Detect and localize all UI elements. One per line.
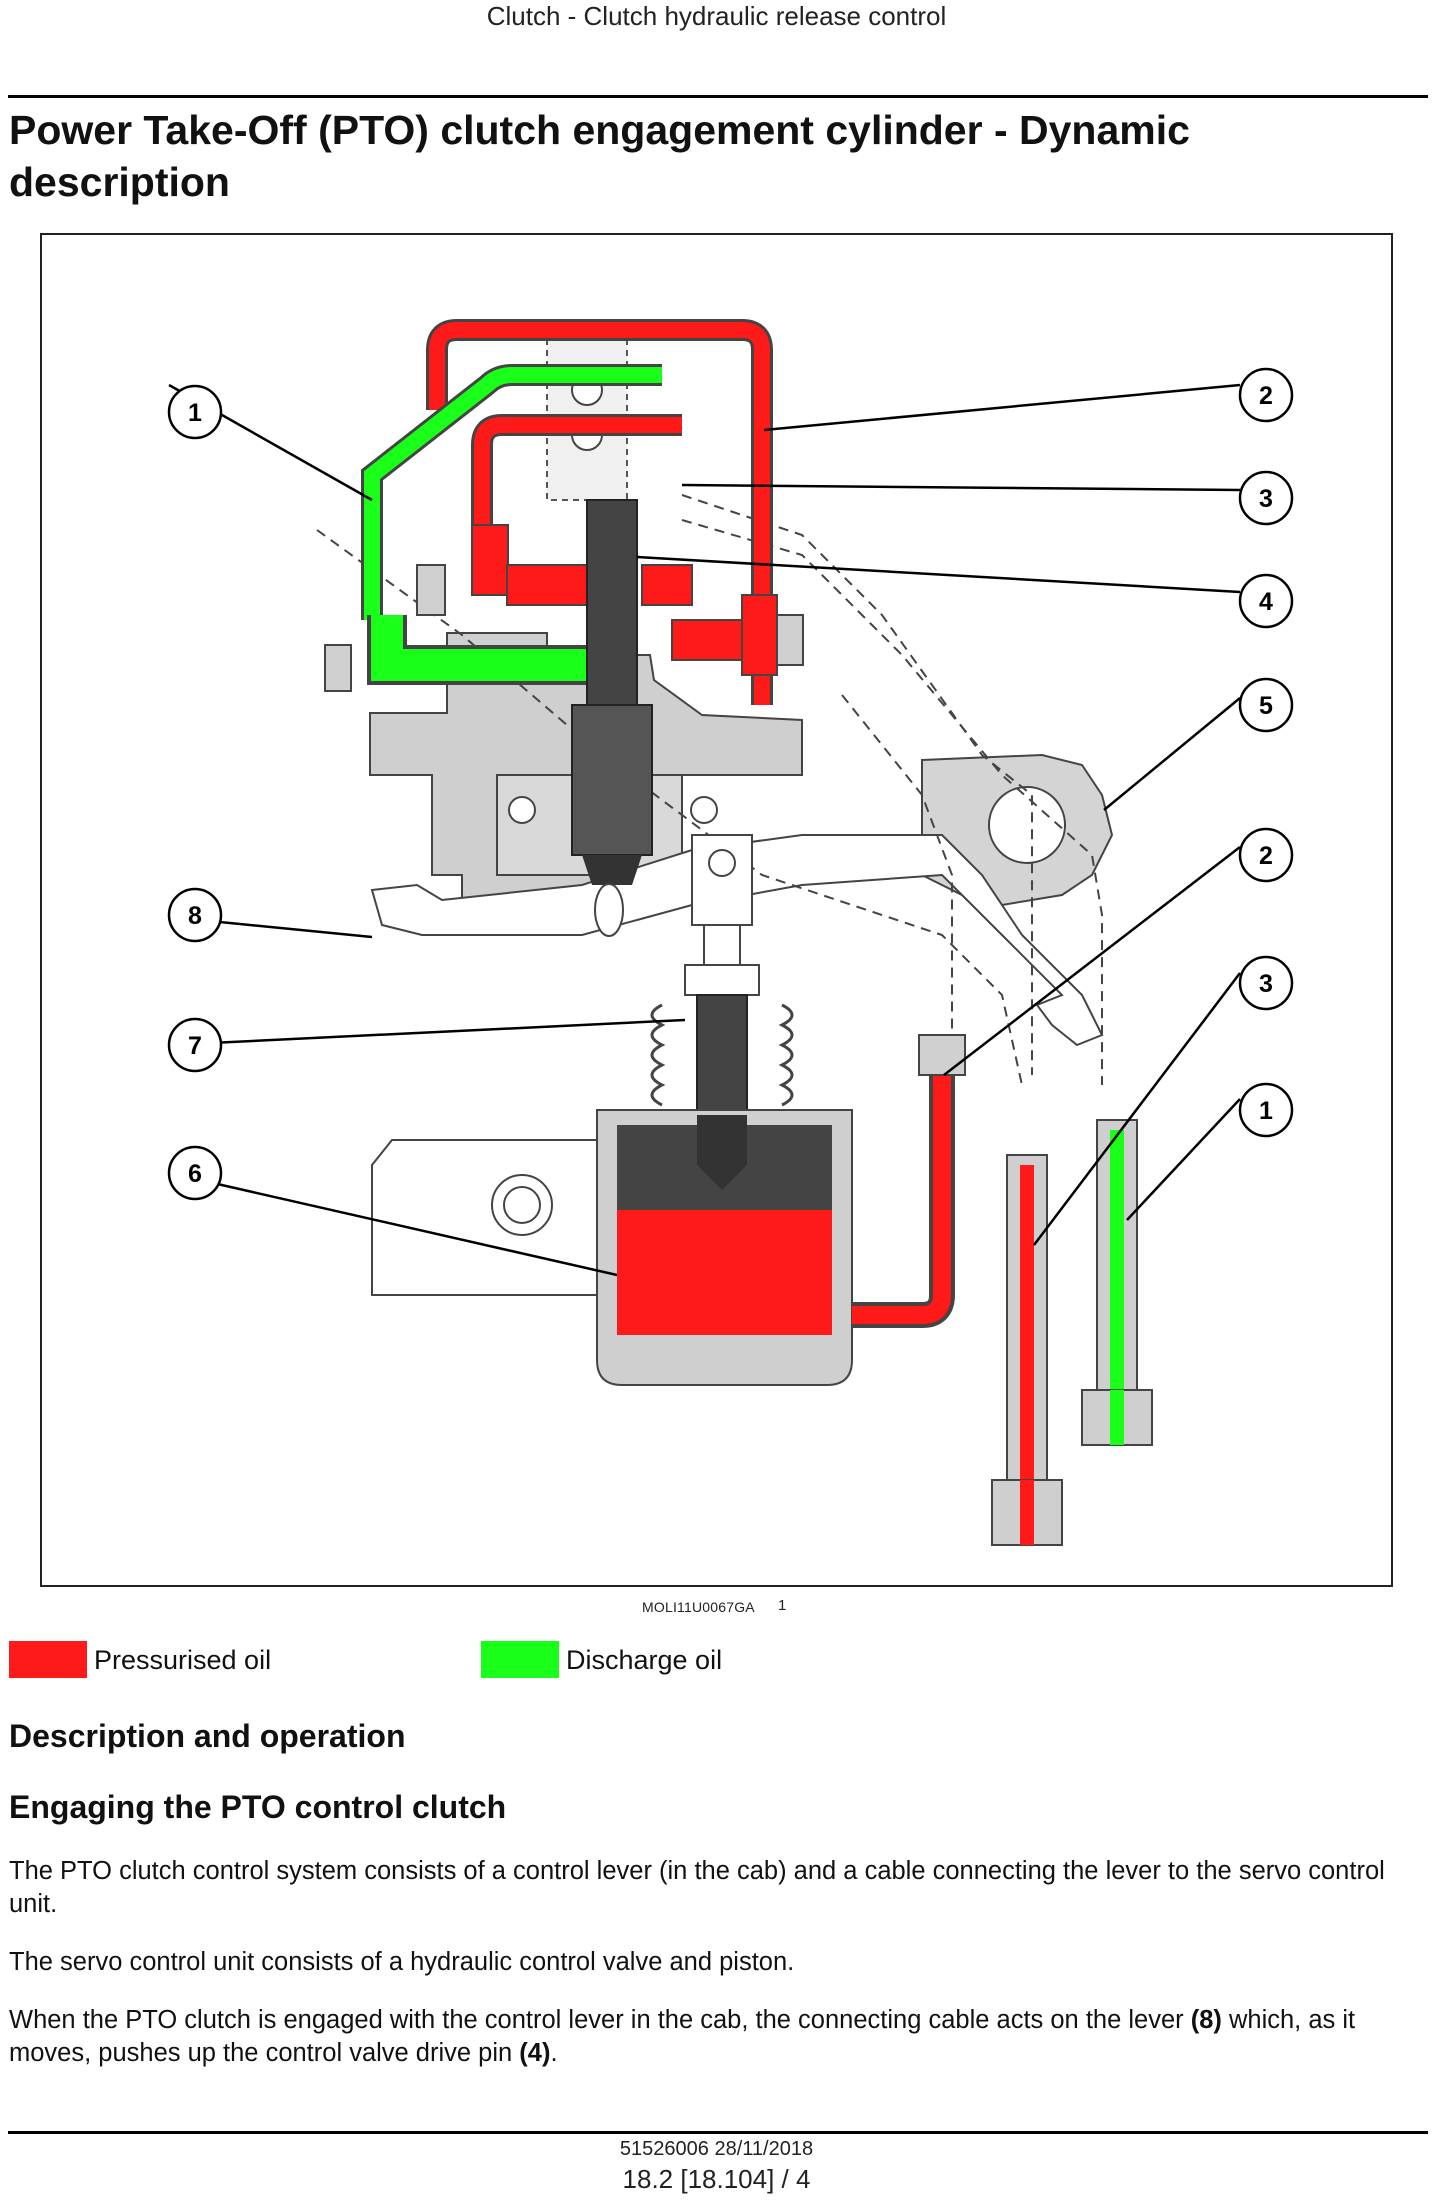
- svg-text:2: 2: [1259, 382, 1273, 410]
- footer-doc-id: 51526006 28/11/2018: [619, 2138, 814, 2160]
- svg-text:6: 6: [188, 1160, 202, 1188]
- callout-2-bottom: 2: [1238, 827, 1294, 883]
- paragraph-3-text-a: When the PTO clutch is engaged with the …: [9, 2006, 1191, 2034]
- paragraph-3: When the PTO clutch is engaged with the …: [9, 2004, 1429, 2070]
- figure-frame: 1 2 3 4 5 2 3 8: [40, 233, 1393, 1587]
- discharge-line-1: [364, 367, 662, 620]
- footer-page-ref: 18.2 [18.104] / 4: [622, 2164, 811, 2194]
- header-rule: [8, 95, 1428, 98]
- callout-3-top: 3: [1238, 470, 1294, 526]
- paragraph-1: The PTO clutch control system consists o…: [9, 1857, 1385, 1918]
- svg-text:7: 7: [188, 1032, 202, 1060]
- section-heading-engaging: Engaging the PTO control clutch: [9, 1789, 507, 1825]
- callout-2-top: 2: [1238, 367, 1294, 423]
- svg-text:2: 2: [1259, 842, 1273, 870]
- page-title: Power Take-Off (PTO) clutch engagement c…: [9, 107, 1190, 205]
- drive-pin-4: [586, 499, 638, 716]
- ref-drive-pin-4: (4): [519, 2039, 551, 2067]
- svg-text:3: 3: [1259, 970, 1273, 998]
- svg-text:5: 5: [1259, 692, 1273, 720]
- callout-5: 5: [1238, 677, 1294, 733]
- svg-text:3: 3: [1259, 485, 1273, 513]
- figure-number: 1: [778, 1597, 787, 1614]
- footer-rule: [8, 2131, 1428, 2134]
- paragraph-2: The servo control unit consists of a hyd…: [9, 1948, 795, 1976]
- legend-swatch-pressurised: [9, 1641, 87, 1678]
- section-heading-description: Description and operation: [9, 1718, 406, 1754]
- legend-swatch-discharge: [481, 1641, 559, 1678]
- callout-1-top: 1: [167, 384, 223, 440]
- figure-ref-code: MOLI11U0067GA: [642, 1599, 755, 1615]
- svg-text:1: 1: [1259, 1097, 1273, 1125]
- callout-8: 8: [167, 887, 223, 943]
- paragraph-3-text-c: .: [550, 2039, 558, 2067]
- callout-6: 6: [167, 1145, 223, 1201]
- callout-1-bottom: 1: [1238, 1082, 1294, 1138]
- pressure-line-2: [429, 322, 770, 705]
- legend-label-discharge: Discharge oil: [566, 1645, 723, 1675]
- callout-7: 7: [167, 1017, 223, 1073]
- pressure-line-3: [474, 417, 682, 555]
- pressure-chamber: [617, 1210, 832, 1335]
- ref-lever-8: (8): [1190, 2006, 1222, 2034]
- running-header: Clutch - Clutch hydraulic release contro…: [486, 1, 947, 31]
- callout-3-bottom: 3: [1238, 955, 1294, 1011]
- callout-4: 4: [1238, 573, 1294, 629]
- svg-text:1: 1: [188, 399, 202, 427]
- svg-text:8: 8: [188, 902, 202, 930]
- svg-text:4: 4: [1259, 588, 1273, 616]
- paragraph-3-text-b: which, as it moves, pushes up the contro…: [9, 2006, 1356, 2067]
- pto-cylinder-diagram: 1 2 3 4 5 2 3 8: [167, 319, 1294, 1546]
- legend-label-pressurised: Pressurised oil: [94, 1645, 272, 1675]
